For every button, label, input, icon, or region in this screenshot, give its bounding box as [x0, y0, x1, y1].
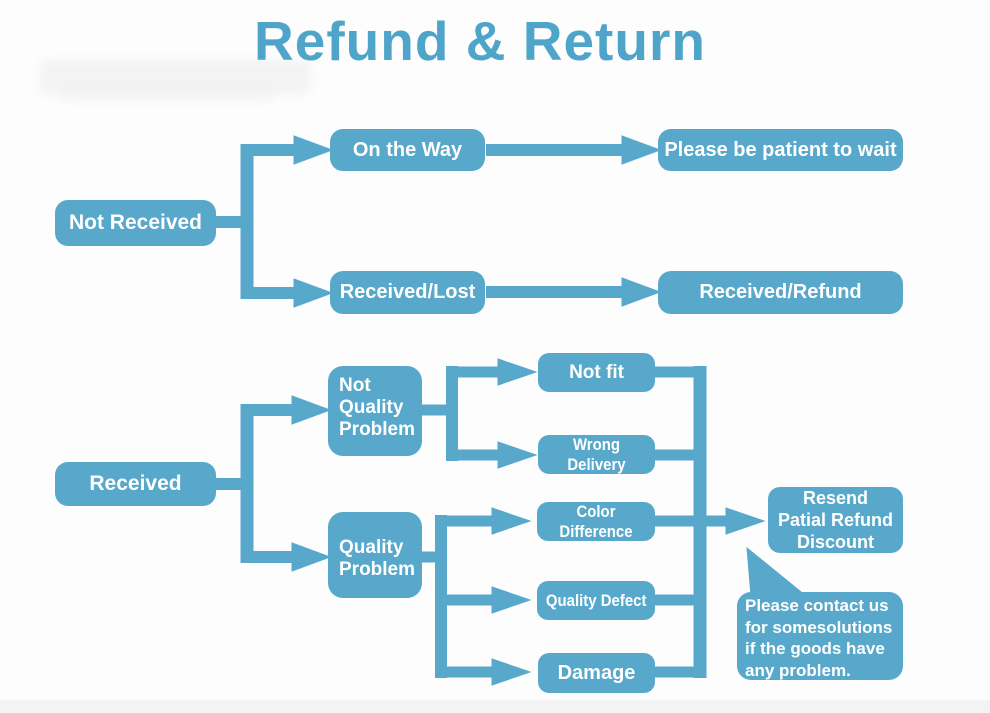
node-label-line: Problem	[339, 559, 416, 580]
note-line: Please contact us	[745, 596, 889, 615]
node-label: Wrong Delivery	[567, 434, 626, 474]
node-received-lost: Received/Lost	[330, 271, 485, 314]
node-label-line: Quality	[339, 397, 404, 418]
node-label-line: Patial Refund	[777, 510, 893, 530]
note-line: for somesolutions	[745, 617, 893, 637]
note-line: if the goods have	[745, 639, 885, 658]
node-damage: Damage	[538, 653, 655, 693]
node-quality-problem: Quality Problem	[328, 512, 422, 598]
bubble-tail	[746, 546, 808, 597]
node-label: Not fit	[569, 361, 624, 383]
node-quality-defect: Quality Defect	[537, 581, 655, 620]
node-not-quality-problem: Not Quality Problem	[328, 366, 422, 456]
node-please-be-patient: Please be patient to wait	[658, 129, 903, 171]
node-label: Received/Lost	[339, 281, 476, 303]
node-label: Color Difference	[559, 501, 633, 541]
node-label-line: Resend	[802, 488, 869, 508]
node-resolution-options: Resend Patial Refund Discount	[768, 487, 903, 553]
node-received: Received	[55, 462, 216, 506]
note-line: any problem.	[745, 660, 851, 680]
node-not-received: Not Received	[55, 200, 216, 246]
page-title: Refund & Return	[254, 10, 706, 72]
node-wrong-delivery: Wrong Delivery	[538, 435, 655, 474]
node-label: Not Received	[68, 210, 203, 234]
node-label: Please be patient to wait	[664, 138, 897, 161]
node-label: Received	[89, 471, 182, 495]
node-label-line: Discount	[796, 532, 874, 552]
node-label: Received/Refund	[699, 281, 862, 303]
bottom-band	[0, 700, 990, 713]
node-received-refund: Received/Refund	[658, 271, 903, 314]
node-label: On the Way	[352, 138, 463, 161]
watermark-ghost	[40, 60, 310, 94]
node-label-line: Not	[339, 375, 371, 396]
node-on-the-way: On the Way	[330, 129, 485, 171]
node-label: Damage	[557, 661, 636, 684]
watermark-ghost	[62, 88, 272, 102]
node-label-line: Problem	[339, 419, 416, 440]
contact-note-bubble: Please contact us for somesolutions if t…	[737, 592, 903, 680]
node-not-fit: Not fit	[538, 353, 655, 392]
node-label-line: Quality	[339, 537, 404, 558]
node-label: Quality Defect	[545, 590, 647, 610]
node-color-difference: Color Difference	[537, 502, 655, 541]
